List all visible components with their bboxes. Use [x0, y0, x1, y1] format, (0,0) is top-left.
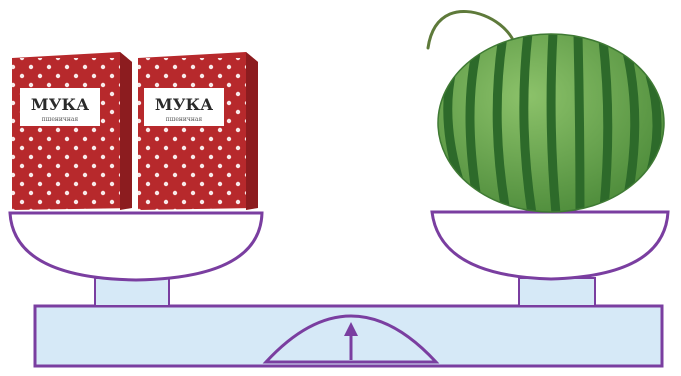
flour-bag-icon: МУКА пшеничная	[12, 52, 132, 210]
left-pan-support	[95, 278, 169, 306]
flour-bag-sublabel: пшеничная	[42, 116, 79, 123]
flour-bag-label: МУКА	[31, 95, 89, 114]
right-pan	[432, 212, 668, 279]
flour-bag-sublabel: пшеничная	[166, 116, 203, 123]
flour-bag-icon: МУКА пшеничная	[138, 52, 258, 210]
right-pan-support	[519, 278, 595, 306]
watermelon-icon	[428, 11, 664, 214]
flour-bag-label: МУКА	[155, 95, 213, 114]
left-pan	[10, 213, 262, 280]
